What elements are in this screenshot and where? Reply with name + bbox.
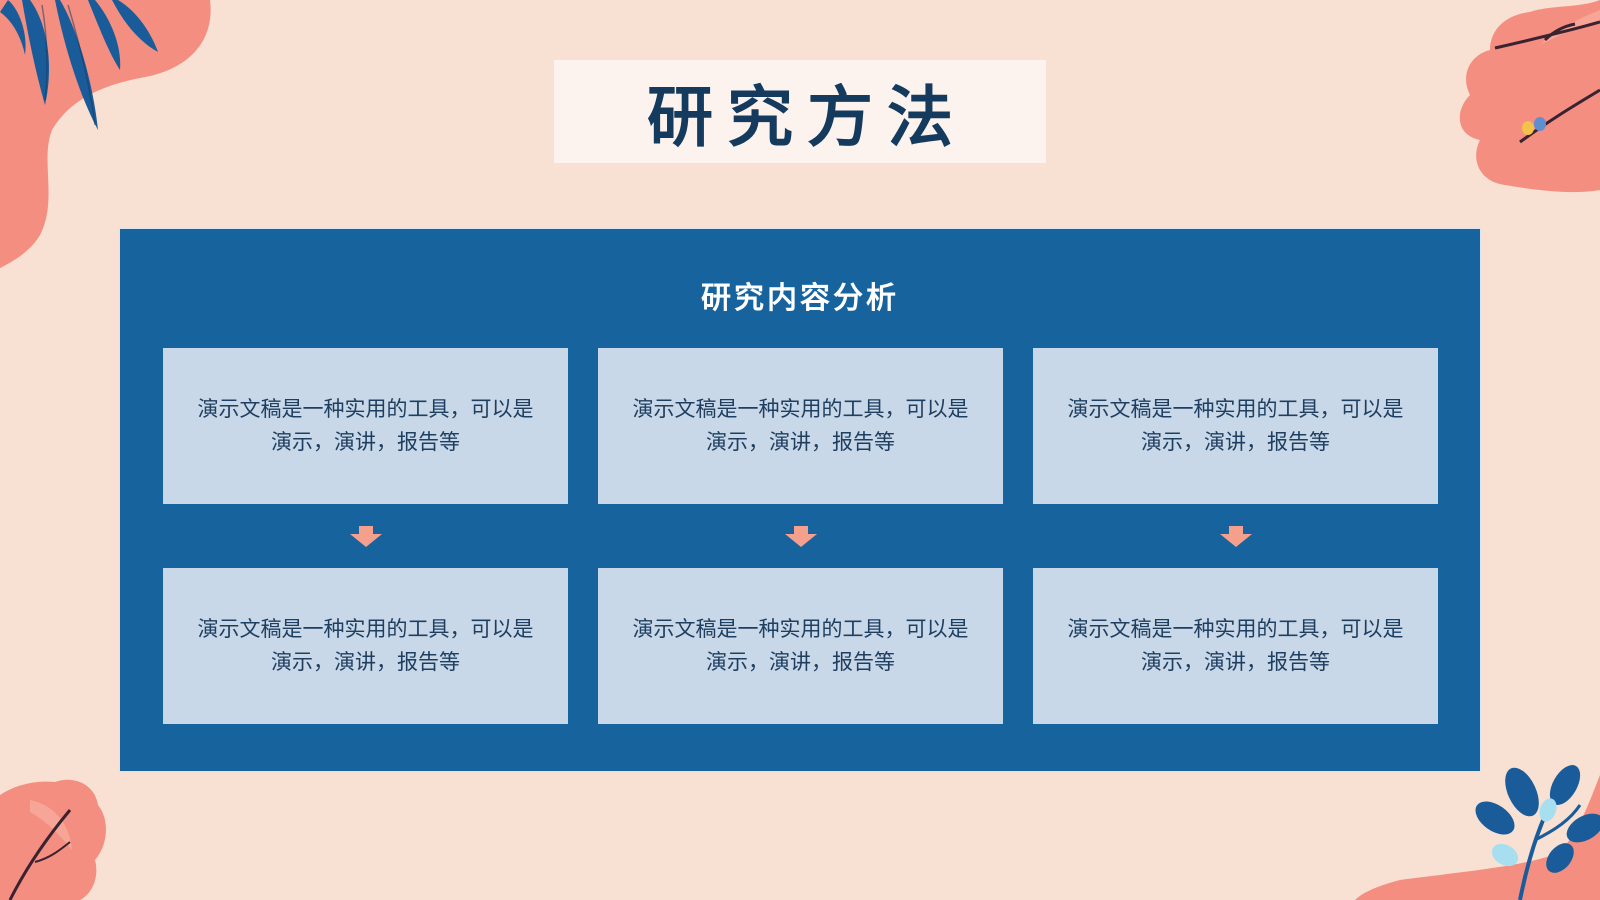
card-text: 演示文稿是一种实用的工具，可以是演示，演讲，报告等 (632, 397, 969, 454)
coral-blob-bottom-right (1355, 775, 1600, 900)
arrow-down-icon (1220, 526, 1252, 547)
coral-bush-bottom-left (0, 779, 106, 900)
coral-bush-decoration (1459, 0, 1600, 193)
content-card: 演示文稿是一种实用的工具，可以是演示，演讲，报告等 (598, 348, 1003, 504)
content-panel: 研究内容分析 演示文稿是一种实用的工具，可以是演示，演讲，报告等 演示文稿是一种… (119, 228, 1481, 772)
card-text: 演示文稿是一种实用的工具，可以是演示，演讲，报告等 (197, 397, 534, 454)
content-card: 演示文稿是一种实用的工具，可以是演示，演讲，报告等 (1033, 348, 1438, 504)
blue-plant-decoration (1475, 765, 1600, 900)
card-text: 演示文稿是一种实用的工具，可以是演示，演讲，报告等 (632, 617, 969, 674)
arrow-down-icon (785, 526, 817, 547)
content-card: 演示文稿是一种实用的工具，可以是演示，演讲，报告等 (1033, 568, 1438, 724)
title-box: 研究方法 (554, 60, 1046, 163)
panel-subtitle: 研究内容分析 (701, 281, 899, 316)
leaf-decoration (0, 0, 158, 130)
arrow-down-icon (350, 526, 382, 547)
page-title: 研究方法 (647, 77, 967, 156)
branch-with-birds (1494, 20, 1600, 144)
coral-blob-top-left (0, 0, 211, 268)
card-text: 演示文稿是一种实用的工具，可以是演示，演讲，报告等 (1067, 617, 1404, 674)
content-card: 演示文稿是一种实用的工具，可以是演示，演讲，报告等 (598, 568, 1003, 724)
content-card: 演示文稿是一种实用的工具，可以是演示，演讲，报告等 (163, 568, 568, 724)
card-text: 演示文稿是一种实用的工具，可以是演示，演讲，报告等 (197, 617, 534, 674)
bird-icons (1522, 117, 1546, 135)
card-text: 演示文稿是一种实用的工具，可以是演示，演讲，报告等 (1067, 397, 1404, 454)
content-card: 演示文稿是一种实用的工具，可以是演示，演讲，报告等 (163, 348, 568, 504)
